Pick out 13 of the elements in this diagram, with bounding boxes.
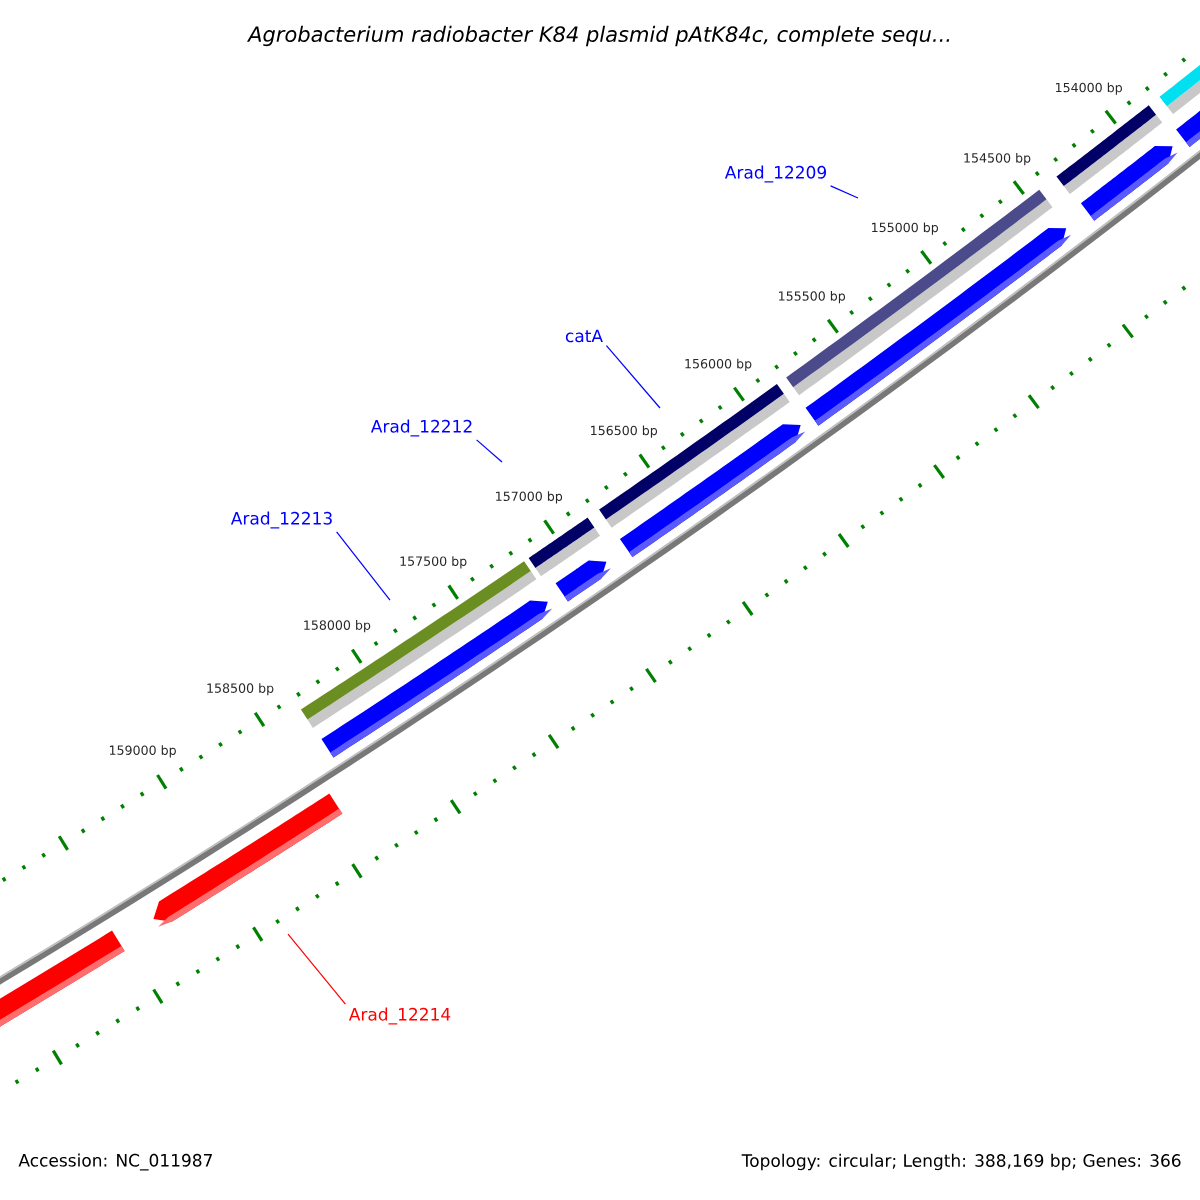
gene-label: Arad_12214	[348, 1007, 451, 1025]
gene-label: catA	[565, 329, 603, 343]
gene-label: Arad_12212	[370, 419, 472, 437]
leader-line	[336, 531, 391, 601]
gene-label: Arad_12213	[230, 511, 332, 529]
leader-line	[287, 933, 346, 1005]
leader-line	[476, 439, 503, 463]
title: Agrobacterium radiobacter K84 plasmid pAtK84c, complete sequ...	[247, 25, 950, 47]
leader-line	[605, 345, 661, 409]
gene-label: Arad_12209	[724, 165, 826, 183]
summary-text: Topology: circular; Length: 388,169 bp; Genes: 366	[741, 1153, 1181, 1171]
leader-line	[830, 185, 859, 199]
accession-text: Accession: NC_011987	[18, 1153, 212, 1171]
